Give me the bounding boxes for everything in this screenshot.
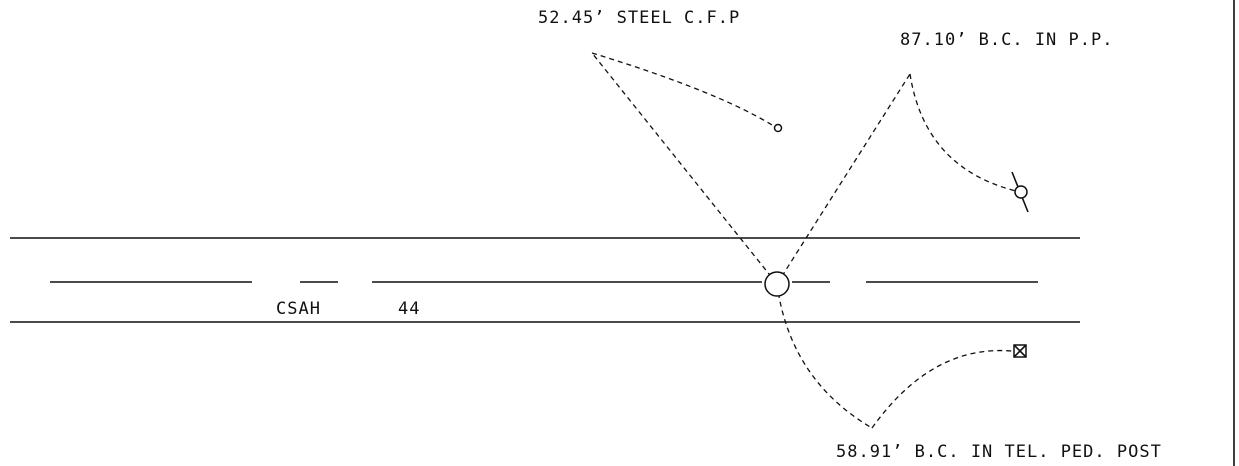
steel-cfp-marker-icon bbox=[773, 123, 783, 133]
control-point-circle-icon bbox=[764, 271, 790, 297]
power-pole-icon bbox=[1011, 171, 1029, 213]
tie-label-power-pole: 87.10’ B.C. IN P.P. bbox=[900, 30, 1113, 50]
tie-arc-tel-ped bbox=[871, 349, 1021, 429]
road-number-label: 44 bbox=[398, 299, 420, 319]
road-name-label: CSAH bbox=[276, 299, 321, 319]
tie-label-tel-ped: 58.91’ B.C. IN TEL. PED. POST bbox=[836, 442, 1162, 462]
tie-arc-steel-cfp bbox=[591, 52, 778, 129]
tie-line-steel-cfp bbox=[591, 52, 778, 285]
tel-ped-post-icon bbox=[1013, 344, 1027, 358]
tie-label-steel-cfp: 52.45’ STEEL C.F.P bbox=[538, 8, 740, 28]
tie-arc-power-pole bbox=[909, 73, 1021, 193]
tie-line-power-pole bbox=[776, 73, 911, 285]
tie-line-tel-ped bbox=[776, 283, 873, 429]
